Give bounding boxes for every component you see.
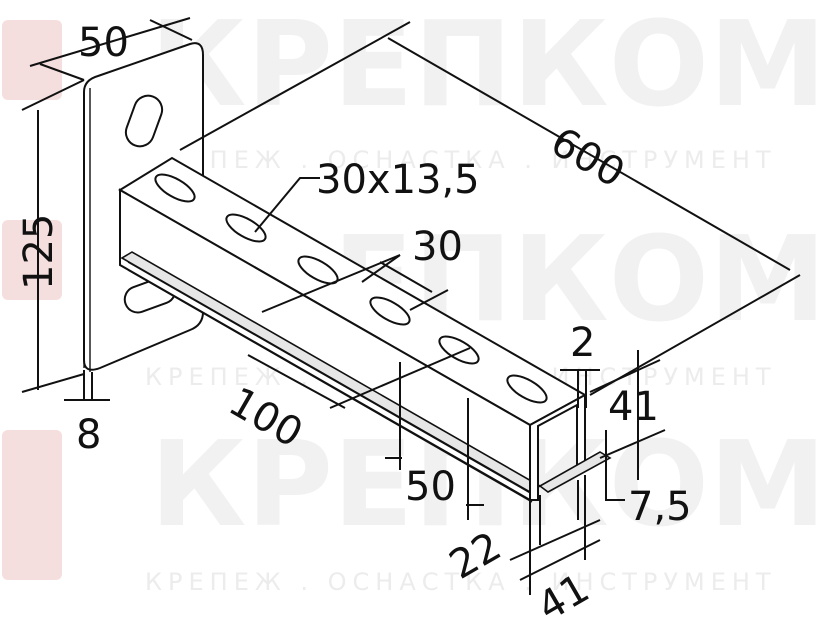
dim-slot-length: 30: [412, 224, 463, 270]
dim-profile-height: 41: [608, 384, 659, 430]
dim-slot-size: 30x13,5: [316, 157, 480, 203]
dim-plate-height: 125: [16, 214, 62, 290]
dim-wall-thickness: 2: [570, 320, 595, 366]
watermark-brand-1: КРЕПКОМ: [150, 0, 825, 133]
watermark-tagline-1: КРЕПЕЖ . ОСНАСТКА . ИНСТРУМЕНТ: [145, 146, 777, 174]
dim-plate-thickness: 8: [76, 412, 101, 458]
plate-slot-upper: [124, 94, 164, 148]
watermark: КРЕПКОМ КРЕПКОМ КРЕПКОМ КРЕПЕЖ . ОСНАСТК…: [2, 0, 825, 596]
dimension-lines: [21, 17, 801, 595]
watermark-logo-icon: [2, 20, 62, 580]
dim-slot-pitch-50: 50: [405, 464, 456, 510]
watermark-tagline-3: КРЕПЕЖ . ОСНАСТКА . ИНСТРУМЕНТ: [145, 568, 777, 596]
channel-arm: [118, 156, 612, 503]
dim-plate-width: 50: [78, 20, 129, 66]
dim-lip: 7,5: [628, 484, 692, 530]
